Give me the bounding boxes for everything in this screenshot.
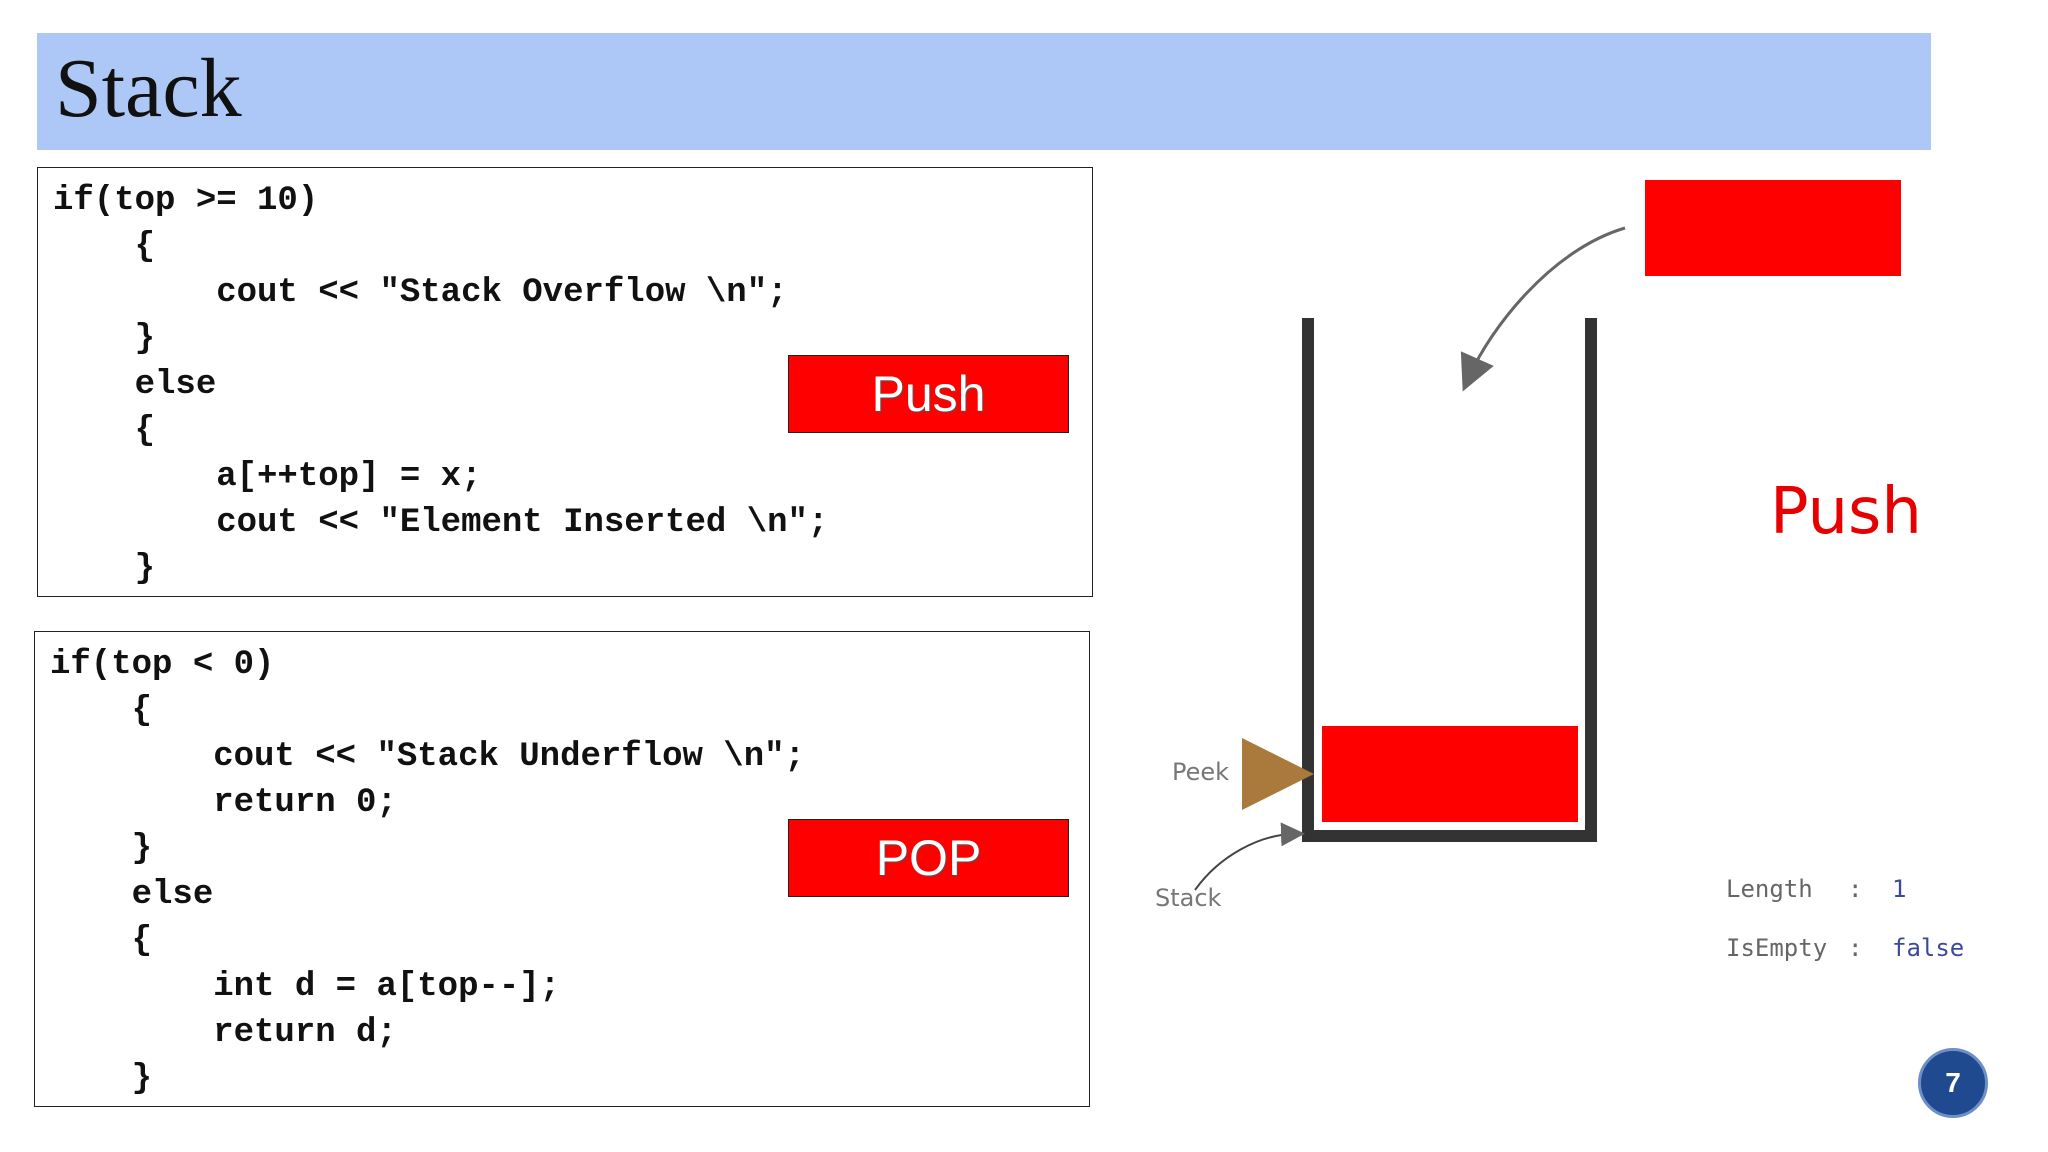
code-line: int d = a[top--];	[50, 968, 561, 1006]
page-number-badge: 7	[1918, 1048, 1988, 1118]
incoming-element	[1645, 180, 1901, 276]
isempty-value: false	[1892, 934, 1965, 962]
slide-title: Stack	[55, 42, 242, 135]
stack-pointer-arrow	[1194, 822, 1305, 891]
code-line: cout << "Stack Underflow \n";	[50, 738, 805, 776]
code-line: cout << "Stack Overflow \n";	[53, 274, 788, 312]
code-line: else	[50, 876, 214, 914]
code-line: else	[53, 366, 217, 404]
code-line: }	[50, 830, 153, 868]
code-line: }	[50, 1060, 153, 1098]
code-line: {	[50, 692, 153, 730]
length-value: 1	[1892, 875, 1907, 903]
isempty-label: IsEmpty	[1726, 934, 1828, 962]
code-line: }	[53, 550, 156, 588]
stack-element	[1322, 726, 1578, 822]
title-bar: Stack	[37, 33, 1931, 150]
pop-button[interactable]: POP	[788, 819, 1069, 897]
peek-label: Peek	[1172, 758, 1230, 786]
code-line: {	[50, 922, 153, 960]
code-line: {	[53, 228, 156, 266]
stack-label: Stack	[1155, 884, 1222, 912]
code-line: return 0;	[50, 784, 397, 822]
stack-walls	[1302, 318, 1597, 842]
code-line: if(top < 0)	[50, 646, 275, 684]
code-line: if(top >= 10)	[53, 182, 319, 220]
code-line: {	[53, 412, 156, 450]
isempty-separator: :	[1848, 934, 1863, 962]
operation-label: Push	[1770, 475, 1922, 549]
stack-diagram	[1194, 180, 1901, 891]
push-button[interactable]: Push	[788, 355, 1069, 433]
code-line: }	[53, 320, 156, 358]
code-line: return d;	[50, 1014, 397, 1052]
code-line: a[++top] = x;	[53, 458, 482, 496]
length-separator: :	[1848, 875, 1863, 903]
code-line: cout << "Element Inserted \n";	[53, 504, 829, 542]
drop-arrow	[1460, 226, 1626, 392]
length-label: Length	[1726, 875, 1813, 903]
